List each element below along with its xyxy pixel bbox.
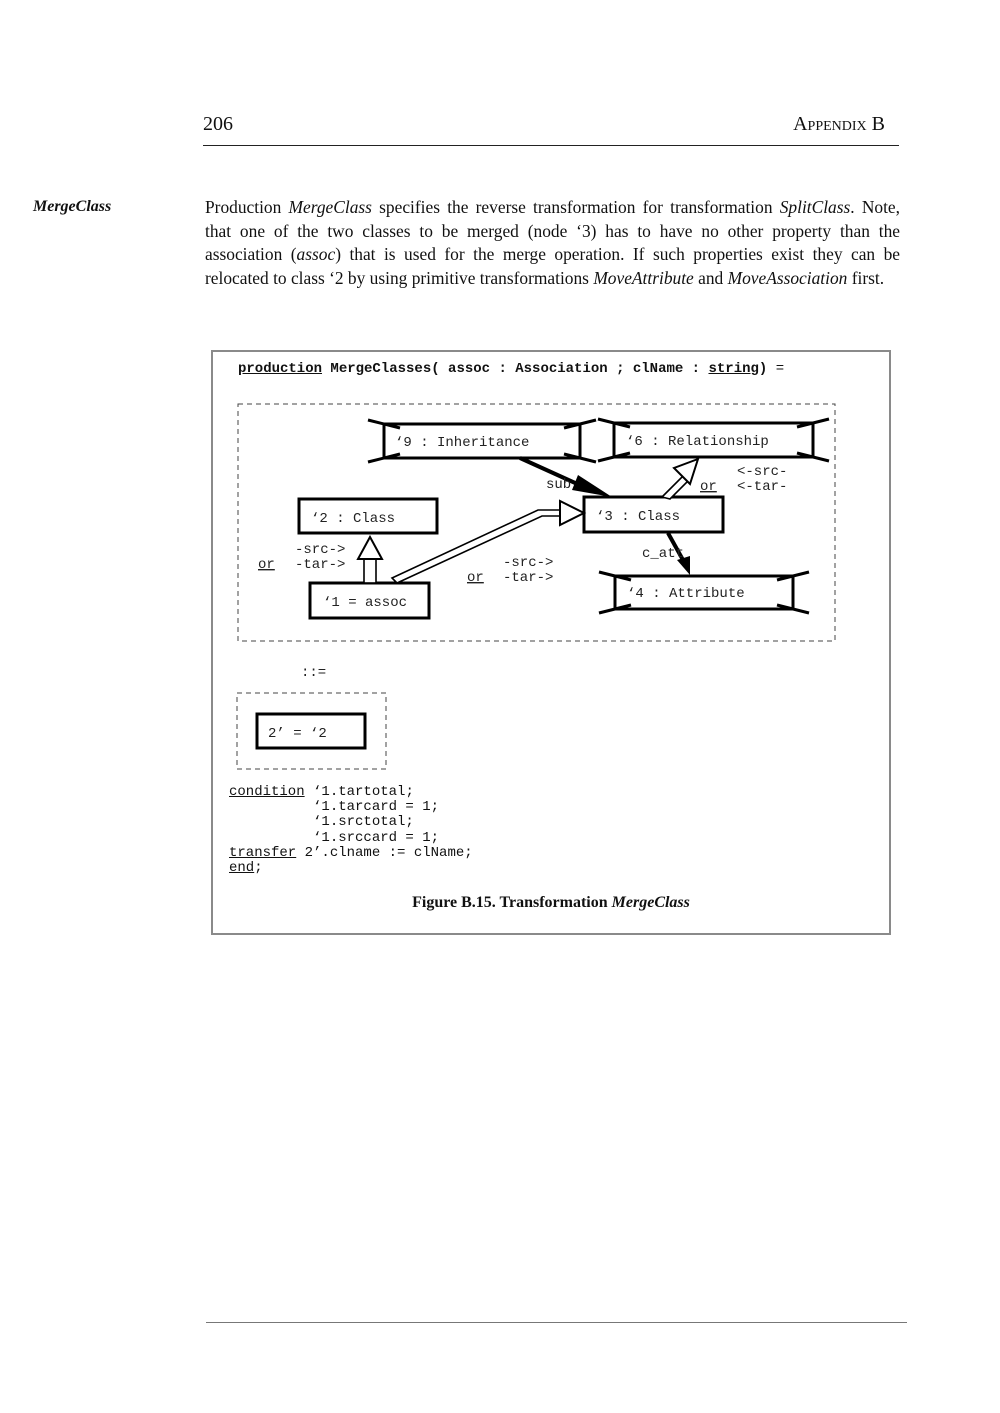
edge-hollow-assoc-class3 (390, 499, 587, 584)
edge-label-sub: sub (546, 477, 571, 493)
body-paragraph: Production MergeClass specifies the reve… (205, 197, 900, 288)
figure-frame (211, 350, 891, 935)
label-attribute-4: ‘4 : Attribute (627, 586, 745, 602)
node-relationship (597, 417, 830, 463)
page-number: 206 (203, 113, 233, 135)
production-signature: production MergeClasses( assoc : Associa… (238, 361, 785, 377)
condition-code-block: condition ‘1.tartotal; ‘1.tarcard = 1; ‘… (229, 784, 473, 877)
edge-label-or-relationship: or (700, 479, 717, 495)
running-head: Appendix B (793, 113, 885, 135)
rewrite-symbol: ::= (301, 665, 326, 681)
margin-note: MergeClass (33, 198, 112, 215)
rhs-graph-region (236, 692, 387, 770)
edge-label-src-back: <-src- (737, 464, 787, 480)
label-relationship: ‘6 : Relationship (626, 434, 769, 450)
edge-sub-arrowhead (572, 475, 612, 497)
node-result-2 (255, 712, 367, 750)
node-inheritance (367, 418, 597, 464)
edge-c-att-arrowhead (677, 556, 690, 575)
edge-hollow-assoc-class2 (356, 534, 384, 584)
lhs-graph-region (237, 403, 836, 642)
edge-label-or-class3: or (467, 570, 484, 586)
node-class-3 (582, 495, 725, 534)
edge-label-src-class2: -src-> (295, 542, 345, 558)
node-assoc-1 (308, 581, 431, 620)
edge-label-c-att: c_att (642, 546, 684, 562)
label-class-3: ‘3 : Class (596, 509, 680, 525)
edge-label-tar-class3: -tar-> (503, 570, 553, 586)
edge-hollow-class3-relationship (660, 457, 700, 500)
node-attribute (598, 570, 810, 615)
label-result: 2’ = ‘2 (268, 726, 327, 742)
edge-label-src-class3: -src-> (503, 555, 553, 571)
footer-rule (206, 1322, 907, 1323)
edge-label-or-class2: or (258, 557, 275, 573)
edge-sub-line (519, 456, 585, 489)
label-assoc-1: ‘1 = assoc (323, 595, 407, 611)
node-class-2 (297, 497, 439, 535)
edge-label-tar-class2: -tar-> (295, 557, 345, 573)
page-header: 206 Appendix B (203, 113, 899, 146)
label-inheritance: ‘9 : Inheritance (395, 435, 529, 451)
label-class-2: ‘2 : Class (311, 511, 395, 527)
edge-c-att-line (666, 532, 685, 561)
edge-label-tar-back: <-tar- (737, 479, 787, 495)
figure-caption: Figure B.15. Transformation MergeClass (412, 894, 690, 911)
